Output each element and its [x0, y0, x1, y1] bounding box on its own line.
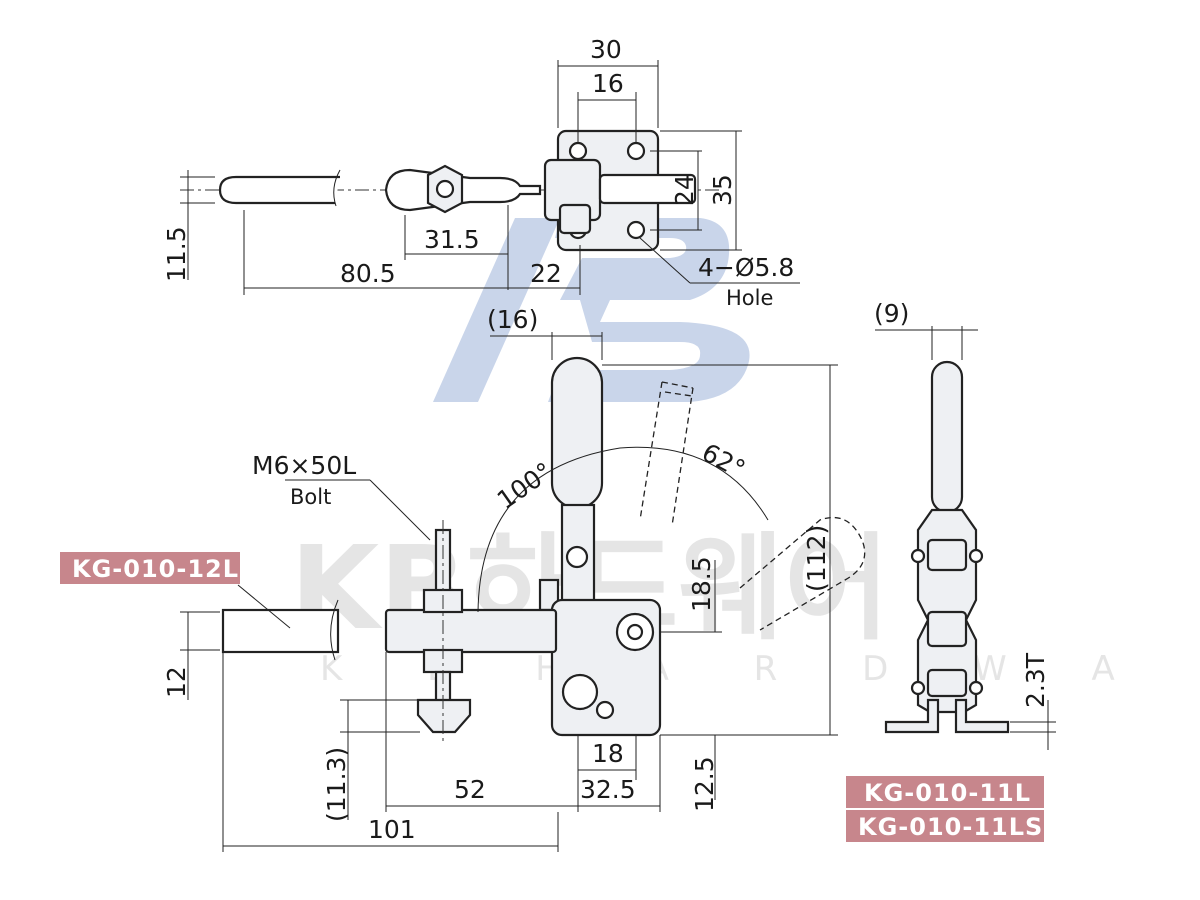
handle-grip-side — [550, 356, 604, 510]
model-label-11l: KG-010-11L — [846, 776, 1044, 808]
end-view: (9) 2.3T — [874, 299, 1056, 750]
bolt-spec-callout: M6×50L — [252, 451, 356, 480]
dim-bar-thickness: 12 — [162, 666, 191, 698]
mounting-hole — [626, 141, 646, 161]
hole-spec-callout: 4−Ø5.8 — [698, 253, 794, 282]
handle-open-phantom — [639, 381, 866, 631]
model-label-11ls: KG-010-11LS — [846, 810, 1044, 842]
dim-release-angle: 62° — [697, 438, 750, 484]
dim-overall-length: 80.5 — [340, 259, 396, 288]
model-label-11ls-text: KG-010-11LS — [858, 813, 1043, 841]
watermark-brand-english: K B H A R D W A R E — [320, 649, 1200, 689]
dim-base-height: 35 — [708, 174, 737, 206]
dim-base-thickness: 2.3T — [1021, 652, 1050, 708]
dim-handle-offset-top: 11.5 — [162, 226, 191, 282]
model-label-11l-text: KG-010-11L — [864, 779, 1031, 807]
dim-spindle-to-pivot: 31.5 — [424, 225, 480, 254]
watermark-logo — [433, 218, 750, 402]
top-view-dimensions — [180, 60, 800, 295]
angle-arc — [477, 446, 769, 613]
dim-pivot-height: 18.5 — [687, 556, 716, 612]
end-view-dimensions — [875, 326, 1056, 750]
model-label-12l-text: KG-010-12L — [72, 555, 239, 583]
dim-pivot-to-base: 22 — [530, 259, 562, 288]
model-label-12l: KG-010-12L — [60, 552, 240, 584]
dim-handle-offset-side: (16) — [487, 305, 538, 334]
side-view-dimensions — [180, 332, 838, 852]
mounting-hole — [568, 141, 588, 161]
top-view: 30 16 24 35 11.5 31.5 80.5 22 4−Ø5.8 Hol… — [162, 35, 800, 310]
dim-hole-spacing-y: 24 — [670, 174, 699, 206]
dim-overall-height: (112) — [802, 525, 831, 592]
dim-open-angle: 100° — [492, 457, 558, 515]
dim-spindle-height: (11.3) — [322, 747, 351, 822]
dim-base-length: 32.5 — [580, 775, 636, 804]
spindle-tip — [416, 698, 472, 734]
bolt-caption: Bolt — [290, 485, 331, 509]
base-foot-end — [884, 698, 940, 734]
dim-base-height: 12.5 — [690, 756, 719, 812]
hole-caption: Hole — [726, 286, 773, 310]
handle-grip-top — [218, 175, 340, 205]
extension-bar — [221, 608, 340, 654]
dim-hole-spacing-x: 16 — [592, 69, 624, 98]
dim-handle-width: (9) — [874, 299, 909, 328]
dim-overall-reach: 101 — [368, 815, 416, 844]
dim-spindle-reach: 52 — [454, 775, 486, 804]
handle-grip-end — [930, 360, 964, 514]
dim-base-width: 30 — [590, 35, 622, 64]
mounting-hole — [626, 220, 646, 240]
dim-base-hole-spacing: 18 — [592, 739, 624, 768]
clamp-bar — [384, 608, 558, 654]
